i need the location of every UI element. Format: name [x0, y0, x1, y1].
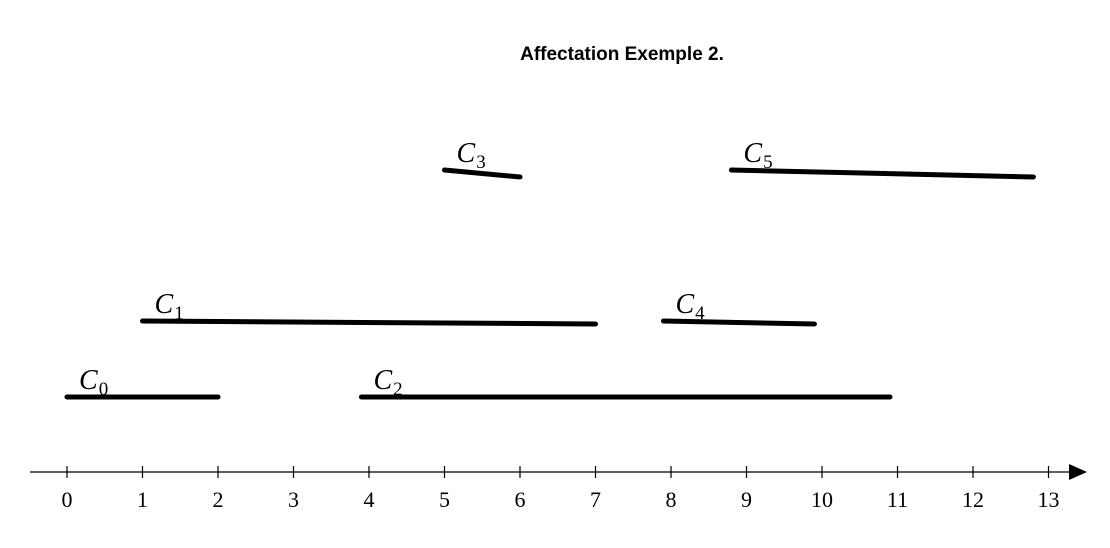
interval-bar-c1	[140, 318, 598, 327]
interval-bar-c3	[442, 167, 523, 180]
x-tick-label: 6	[515, 487, 526, 512]
interval-label-c4: C4	[675, 289, 705, 324]
interval-label-letter: C	[457, 138, 476, 169]
interval-label-subscript: 0	[99, 379, 109, 400]
x-tick-label: 12	[962, 487, 984, 512]
interval-label-subscript: 5	[763, 152, 773, 173]
x-axis-arrowhead	[1069, 464, 1087, 480]
interval-label-letter: C	[155, 289, 174, 320]
x-tick-label: 9	[741, 487, 752, 512]
x-tick-label: 11	[887, 487, 908, 512]
interval-label-letter: C	[675, 289, 694, 320]
x-tick-label: 3	[288, 487, 299, 512]
interval-label-letter: C	[79, 365, 98, 396]
x-tick-label: 1	[137, 487, 148, 512]
interval-label-subscript: 2	[393, 379, 403, 400]
interval-label-c2: C2	[373, 365, 402, 400]
x-tick-label: 8	[666, 487, 677, 512]
x-tick-label: 13	[1038, 487, 1060, 512]
interval-label-subscript: 4	[695, 303, 705, 324]
diagram-title: Affectation Exemple 2.	[520, 44, 724, 65]
interval-label-letter: C	[743, 138, 762, 169]
x-tick-label: 2	[213, 487, 224, 512]
interval-label-c3: C3	[457, 138, 486, 173]
interval-label-c5: C5	[743, 138, 772, 173]
interval-label-subscript: 3	[476, 152, 486, 173]
interval-bar-c5	[728, 167, 1036, 180]
x-tick-label: 10	[811, 487, 833, 512]
x-tick-label: 0	[62, 487, 73, 512]
x-tick-label: 4	[364, 487, 375, 512]
interval-bar-c4	[660, 318, 817, 327]
interval-label-c0: C0	[79, 365, 108, 400]
interval-label-letter: C	[373, 365, 392, 396]
interval-label-subscript: 1	[174, 303, 184, 324]
x-tick-label: 5	[439, 487, 450, 512]
interval-label-c1: C1	[155, 289, 184, 324]
x-tick-label: 7	[590, 487, 601, 512]
